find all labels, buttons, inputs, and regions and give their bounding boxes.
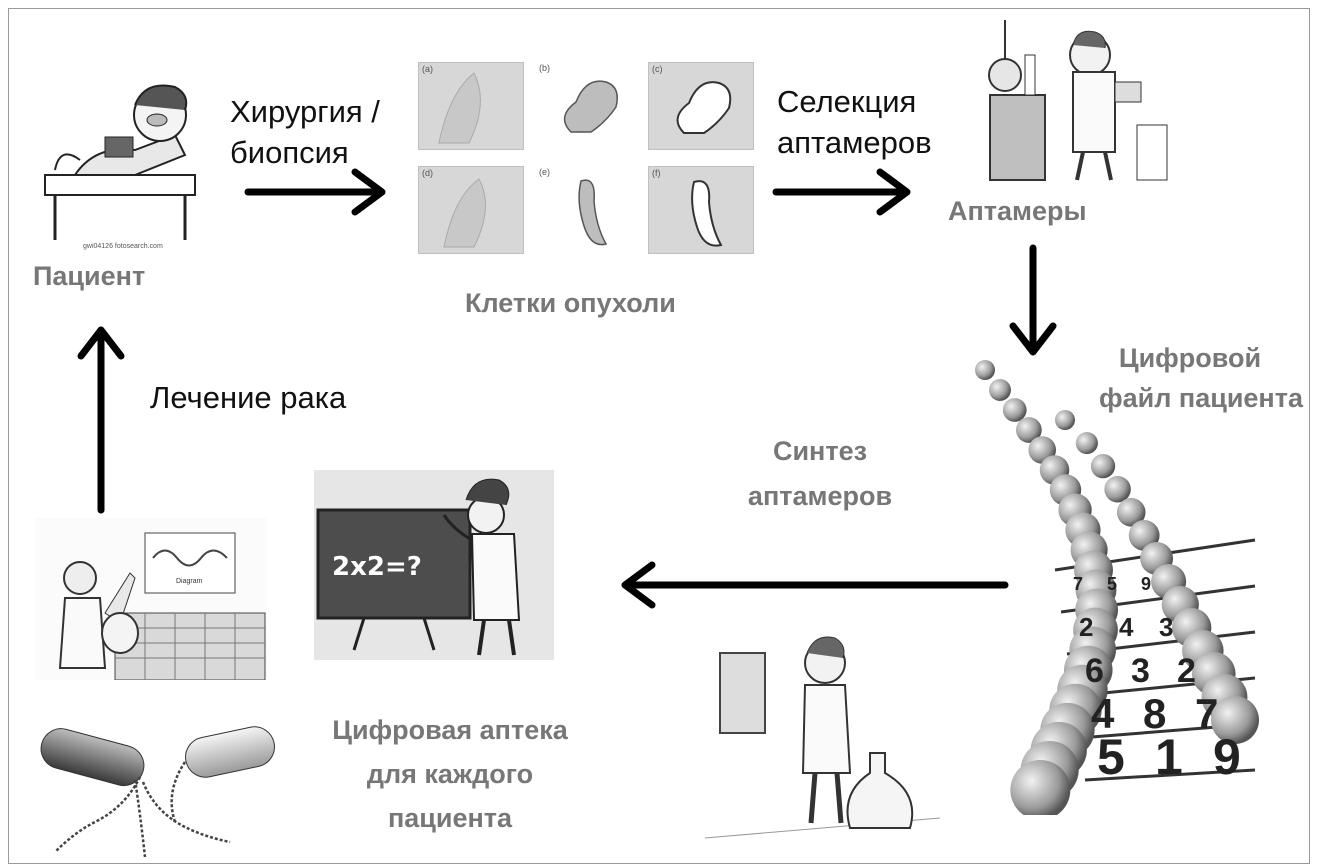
- dna-bead: [1076, 432, 1098, 454]
- label-surgery-line2: биопсия: [230, 134, 349, 172]
- dna-number: 2: [1177, 652, 1196, 690]
- arrow-cells-to-aptamers: [776, 172, 907, 212]
- dna-bead: [1003, 398, 1027, 422]
- label-synthesis-line1: Синтез: [720, 433, 920, 469]
- arrow-treatment-to-patient: [81, 330, 121, 510]
- dna-number: 3: [1131, 652, 1150, 690]
- dna-number: 9: [1213, 729, 1241, 785]
- patient-illustration: gwi04126 fotosearch.com: [35, 75, 210, 250]
- dna-number: 6: [1085, 652, 1104, 690]
- label-pharmacy-line1: Цифровая аптека: [300, 712, 600, 748]
- capsule-dna-illustration: [25, 712, 290, 862]
- tumor-tile-f: (f): [648, 166, 754, 254]
- chemist-flask-illustration: [705, 633, 940, 843]
- dna-number: 5: [1107, 574, 1117, 594]
- poster-caption: Diagram: [176, 578, 202, 585]
- label-aptamers: Аптамеры: [948, 193, 1087, 229]
- dna-number: 3: [1159, 612, 1173, 642]
- arrow-surgery-to-cells: [248, 172, 382, 212]
- label-synthesis-line2: аптамеров: [720, 478, 920, 514]
- label-treatment: Лечение рака: [150, 379, 346, 417]
- lab-scientist-illustration: Diagram: [35, 518, 267, 680]
- dna-number: 7: [1073, 574, 1083, 594]
- tumor-tile-d: (d): [418, 166, 524, 254]
- dna-bead: [989, 379, 1011, 401]
- dna-bead: [1104, 476, 1130, 502]
- label-patient: Пациент: [33, 258, 145, 294]
- tumor-cells-panel: (a) (b) (c) (d) (e) (f): [418, 62, 758, 262]
- dna-bead: [1055, 410, 1075, 430]
- dna-number: 1: [1155, 729, 1183, 785]
- label-surgery-line1: Хирургия /: [230, 93, 380, 131]
- arrow-file-to-synthesis: [625, 565, 1005, 605]
- scientist-aptamers-illustration: [965, 10, 1180, 190]
- dna-number: 5: [1097, 729, 1125, 785]
- label-tumor-cells: Клетки опухоли: [465, 285, 676, 321]
- tumor-tile-e: (e): [536, 166, 640, 252]
- label-pharmacy-line2: для каждого: [300, 756, 600, 792]
- chalkboard-text: 2x2=?: [332, 552, 422, 582]
- tumor-tile-a: (a): [418, 62, 524, 150]
- label-selection-line2: аптамеров: [777, 124, 932, 162]
- patient-image-credit: gwi04126 fotosearch.com: [83, 243, 163, 250]
- arrow-aptamers-to-file: [1013, 248, 1053, 352]
- label-pharmacy-line3: пациента: [300, 800, 600, 836]
- dna-number: 4: [1119, 612, 1134, 642]
- dna-number: 9: [1141, 574, 1151, 594]
- dna-bead: [975, 360, 995, 380]
- dna-bead: [1091, 454, 1115, 478]
- teacher-chalkboard-illustration: 2x2=?: [314, 470, 554, 660]
- tumor-tile-b: (b): [536, 62, 640, 148]
- dna-number: 2: [1079, 612, 1093, 642]
- label-selection-line1: Селекция: [777, 83, 916, 121]
- tumor-tile-c: (c): [648, 62, 754, 150]
